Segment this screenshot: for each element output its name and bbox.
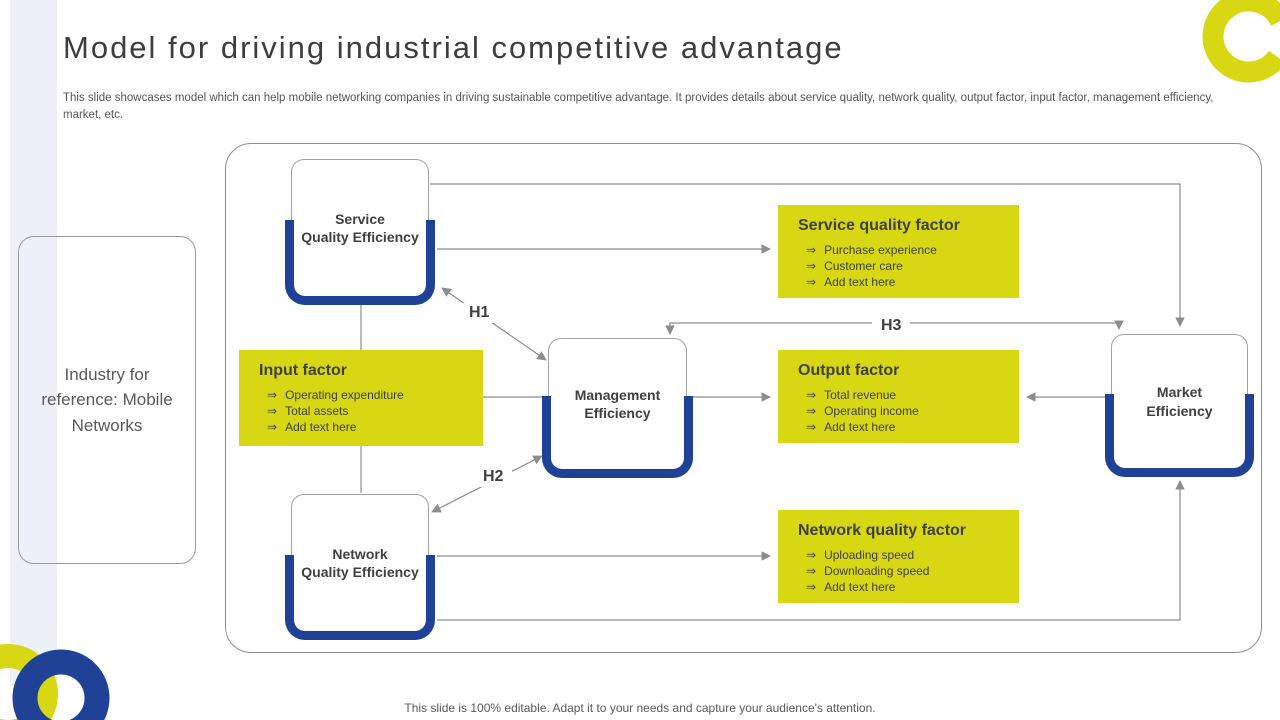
factor-item-text: Uploading speed [824, 548, 915, 562]
double-arrow-bullet-icon: ⇒ [806, 564, 817, 579]
node-label: Management [574, 386, 661, 403]
factor-title: Network quality factor [798, 522, 967, 539]
industry-reference-text: Industry for reference: Mobile Networks [41, 364, 173, 435]
double-arrow-bullet-icon: ⇒ [267, 388, 278, 402]
node-service-quality-efficiency: Service Quality Efficiency [285, 159, 435, 305]
factor-item-text: Total revenue [824, 388, 897, 402]
factor-item-text: Customer care [824, 259, 903, 274]
diagram-outer-frame [225, 143, 1262, 653]
factor-item-text: Add text here [285, 420, 357, 435]
factor-item-text: Add text here [824, 580, 896, 595]
double-arrow-bullet-icon: ⇒ [806, 275, 817, 290]
hypothesis-label-h1: H1 [460, 303, 499, 323]
factor-title: Input factor [259, 362, 347, 379]
node-label: Service [335, 210, 385, 227]
factor-item: ⇒ Add text here [267, 419, 469, 435]
factor-item: ⇒ Add text here [806, 274, 1005, 290]
hypothesis-label-h2: H2 [474, 467, 513, 487]
double-arrow-bullet-icon: ⇒ [806, 548, 817, 562]
slide-title: Model for driving industrial competitive… [63, 30, 844, 65]
factor-box-network-quality: Network quality factor ⇒Uploading speed … [778, 510, 1019, 603]
double-arrow-bullet-icon: ⇒ [267, 404, 278, 419]
double-arrow-bullet-icon: ⇒ [806, 259, 817, 274]
factor-box-output: Output factor ⇒ Total revenue ⇒ Operating … [778, 350, 1019, 443]
factor-item: ⇒ Purchase experience [806, 242, 1005, 258]
factor-item: ⇒ Downloading speed [806, 563, 1005, 579]
node-label: Network [332, 545, 388, 562]
factor-item-text: Add text here [824, 275, 896, 290]
double-arrow-bullet-icon: ⇒ [806, 404, 817, 419]
node-label: Efficiency [1146, 402, 1213, 419]
node-label: Quality Efficiency [301, 229, 419, 245]
factor-item-text: Operating expenditure [285, 388, 404, 402]
node-label: Quality Efficiency [301, 564, 419, 580]
slide-description: This slide showcases model which can hel… [63, 92, 1214, 122]
factor-item: ⇒ Add text here [806, 419, 1005, 435]
node-label: Efficiency [584, 405, 651, 421]
factor-title: Output factor [798, 362, 900, 379]
node-market-efficiency: Market Efficiency [1105, 334, 1254, 477]
double-arrow-bullet-icon: ⇒ [806, 580, 817, 595]
editable-note: This slide is 100% editable. Adapt it to… [404, 701, 876, 715]
factor-item-text: Add text here [824, 420, 896, 435]
node-label: Market [1156, 384, 1203, 401]
factor-item: ⇒ Total revenue [806, 387, 1005, 403]
factor-item: ⇒ Customer care [806, 258, 1005, 274]
factor-item-text: Total assets [285, 404, 349, 419]
factor-item: ⇒ Total assets [267, 403, 469, 419]
industry-reference-box: Industry for reference: Mobile Networks [18, 236, 196, 564]
yellow-ring-top-right [1202, 0, 1280, 83]
double-arrow-bullet-icon: ⇒ [806, 388, 817, 402]
factor-item: ⇒ Add text here [806, 579, 1005, 595]
hypothesis-label-h3: H3 [872, 316, 911, 336]
double-arrow-bullet-icon: ⇒ [267, 420, 278, 435]
factor-box-service-quality: Service quality factor ⇒ Purchase experie… [778, 205, 1019, 298]
factor-item-text: Downloading speed [824, 564, 930, 579]
factor-item: ⇒ Operating income [806, 403, 1005, 419]
left-accent-stripe [10, 0, 57, 686]
factor-item-text: Purchase experience [824, 243, 937, 257]
factor-box-input: Input factor ⇒ Operating expenditure ⇒ Tot… [239, 350, 483, 446]
factor-item: ⇒ Uploading speed [806, 547, 1005, 563]
double-arrow-bullet-icon: ⇒ [806, 420, 817, 435]
factor-title: Service quality factor [798, 217, 960, 234]
factor-item: ⇒ Operating expenditure [267, 387, 469, 403]
factor-item-text: Operating income [824, 404, 919, 419]
node-management-efficiency: Management Efficiency [542, 338, 693, 478]
node-network-quality-efficiency: Network Quality Efficiency [285, 494, 435, 640]
double-arrow-bullet-icon: ⇒ [806, 243, 817, 257]
